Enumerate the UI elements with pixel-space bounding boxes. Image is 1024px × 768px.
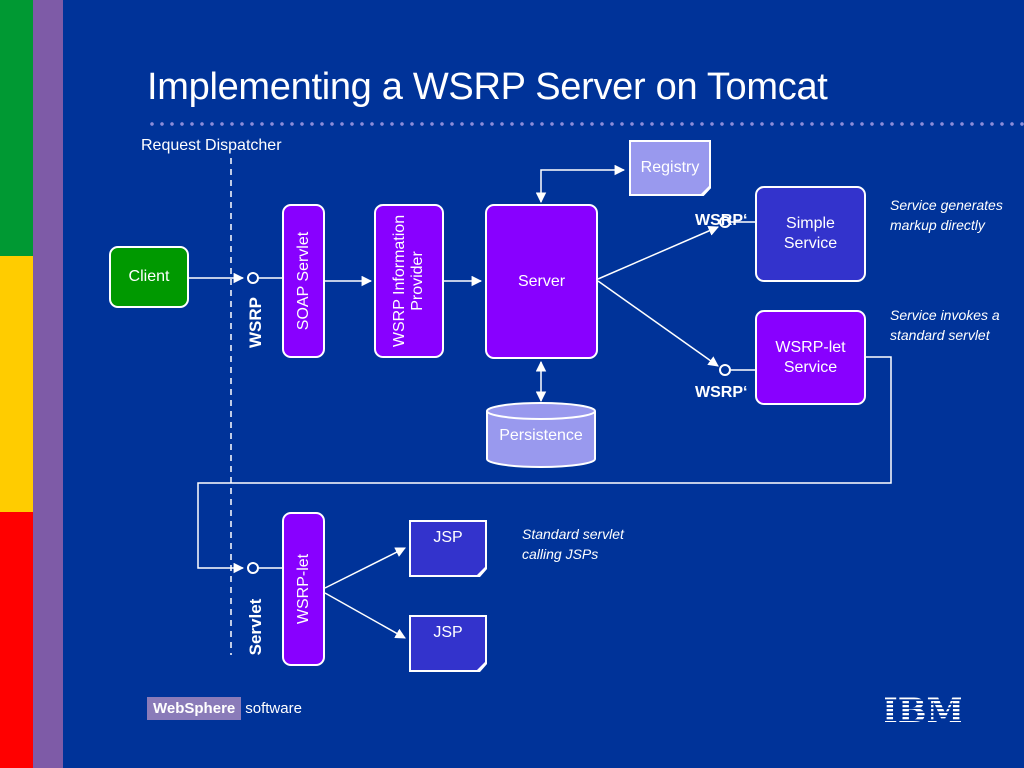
wsrplet-service-label-line2: Service [783, 358, 838, 376]
request-dispatcher-label: Request Dispatcher [141, 137, 282, 154]
side-bar [33, 0, 63, 768]
database-icon [486, 402, 596, 468]
note-wsrplet-line2: standard servlet [890, 327, 990, 343]
wsrp-prime-top-label: WSRP‘ [695, 212, 748, 229]
wsrplet-service-label-line1: WSRP-let [775, 338, 846, 356]
persistence-cylinder: Persistence [485, 401, 597, 469]
wsrplet-label: WSRP-let [294, 553, 312, 625]
persistence-label: Persistence [499, 427, 583, 444]
wsrp-provider-label: WSRP Information Provider [391, 215, 427, 347]
client-label: Client [128, 268, 170, 285]
server-to-simple-port [597, 225, 719, 280]
client-box: Client [109, 246, 189, 308]
page-fold-icon [477, 567, 485, 575]
wsrp-port-label: WSRP [246, 297, 265, 348]
jsp-top-label: JSP [433, 529, 463, 546]
server-label: Server [517, 272, 566, 290]
servlet-port-label: Servlet [246, 598, 265, 656]
wsrp-provider-box: WSRP Information Provider [374, 204, 444, 358]
slide-title: Implementing a WSRP Server on Tomcat [147, 66, 828, 108]
title-divider [147, 122, 1024, 126]
note-simple-service: Service generates markup directly [890, 195, 1003, 235]
soap-servlet-box: SOAP Servlet [282, 204, 325, 358]
server-box: Server [485, 204, 598, 359]
registry-doc: Registry [629, 140, 711, 196]
note-wsrplet-service: Service invokes a standard servlet [890, 305, 1000, 345]
simple-service-label-line2: Service [783, 235, 838, 252]
ibm-logo: IBM [885, 693, 961, 725]
websphere-logo: WebSphere software [147, 695, 302, 721]
note-jsp-line2: calling JSPs [522, 546, 599, 562]
registry-label: Registry [640, 159, 700, 176]
wsrplet-service-box: WSRP-let Service [755, 310, 866, 405]
page-fold-icon [701, 186, 709, 194]
note-jsp-line1: Standard servlet [522, 526, 624, 542]
server-to-wsrplet-port [597, 280, 719, 367]
wsrp-port-circle [247, 272, 259, 284]
websphere-badge: WebSphere [147, 696, 242, 720]
note-simple-line2: markup directly [890, 217, 985, 233]
note-wsrplet-line1: Service invokes a [890, 307, 1000, 323]
server-registry-link [535, 164, 626, 204]
soap-servlet-label: SOAP Servlet [294, 231, 312, 331]
wsrp-prime-bottom-label: WSRP‘ [695, 384, 748, 401]
wsrplet-box: WSRP-let [282, 512, 325, 666]
simple-service-box: Simple Service [755, 186, 866, 282]
stripe-green [0, 0, 33, 256]
note-simple-line1: Service generates [890, 197, 1003, 213]
wsrp-provider-label-line2: Provider [409, 251, 426, 311]
jsp-top-doc: JSP [409, 520, 487, 577]
simple-service-label-line1: Simple [786, 215, 835, 232]
note-jsp: Standard servlet calling JSPs [522, 524, 624, 564]
jsp-bottom-doc: JSP [409, 615, 487, 672]
wsrp-provider-label-line1: WSRP Information [391, 214, 408, 348]
page-fold-icon [477, 662, 485, 670]
websphere-word: software [245, 699, 302, 717]
wsrplet-to-servlet-port [197, 356, 892, 574]
wsrp-prime-top-port-circle [719, 216, 731, 228]
servlet-port-circle [247, 562, 259, 574]
jsp-bottom-label: JSP [433, 624, 463, 641]
wsrplet-to-jsp-top [324, 547, 406, 589]
wsrp-prime-bottom-port-circle [719, 364, 731, 376]
stripe-red [0, 512, 33, 768]
wsrplet-to-jsp-bottom [324, 592, 406, 639]
stripe-yellow [0, 256, 33, 512]
